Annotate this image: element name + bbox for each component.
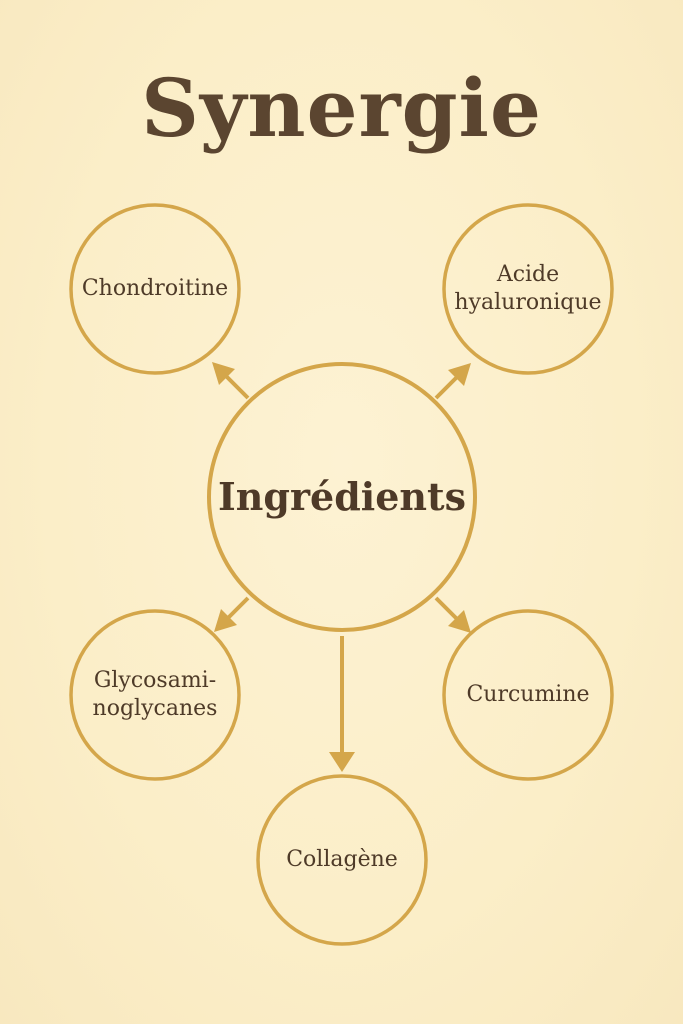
center-label-text: Ingrédients — [218, 474, 466, 519]
node-label-chondroitine: Chondroitine — [71, 205, 239, 373]
arrowhead-collagene — [329, 752, 355, 772]
node-label-collagene: Collagène — [258, 776, 426, 944]
center-label: Ingrédients — [209, 364, 475, 630]
center-circle — [207, 362, 477, 632]
arrowhead-glycosaminoglycanes — [214, 609, 237, 632]
arrowhead-acide-hyaluronique — [448, 363, 471, 386]
diagram-title: Synergie — [141, 61, 542, 155]
node-circle-curcumine — [442, 609, 614, 781]
node-circle-glycosaminoglycanes — [69, 609, 241, 781]
arrowhead-chondroitine — [212, 362, 235, 385]
node-label-glycosaminoglycanes: Glycosami- noglycanes — [71, 611, 239, 779]
node-text-collagene: Collagène — [286, 847, 398, 872]
connectors — [212, 362, 471, 772]
node-label-acide-hyaluronique: Acide hyaluronique — [444, 205, 612, 373]
node-circle-collagene — [256, 774, 428, 946]
node-circle-chondroitine — [69, 203, 241, 375]
node-text-chondroitine: Chondroitine — [81, 276, 229, 301]
node-circle-acide-hyaluronique — [442, 203, 614, 375]
node-text-curcumine: Curcumine — [466, 682, 590, 707]
node-text-glycosami: Glycosami- — [93, 668, 217, 693]
arrowhead-curcumine — [448, 610, 471, 633]
node-label-curcumine: Curcumine — [444, 611, 612, 779]
node-text-acide: Acide — [496, 262, 560, 287]
node-text-hyaluronique: hyaluronique — [454, 290, 602, 315]
node-text-noglycanes: noglycanes — [92, 696, 218, 721]
